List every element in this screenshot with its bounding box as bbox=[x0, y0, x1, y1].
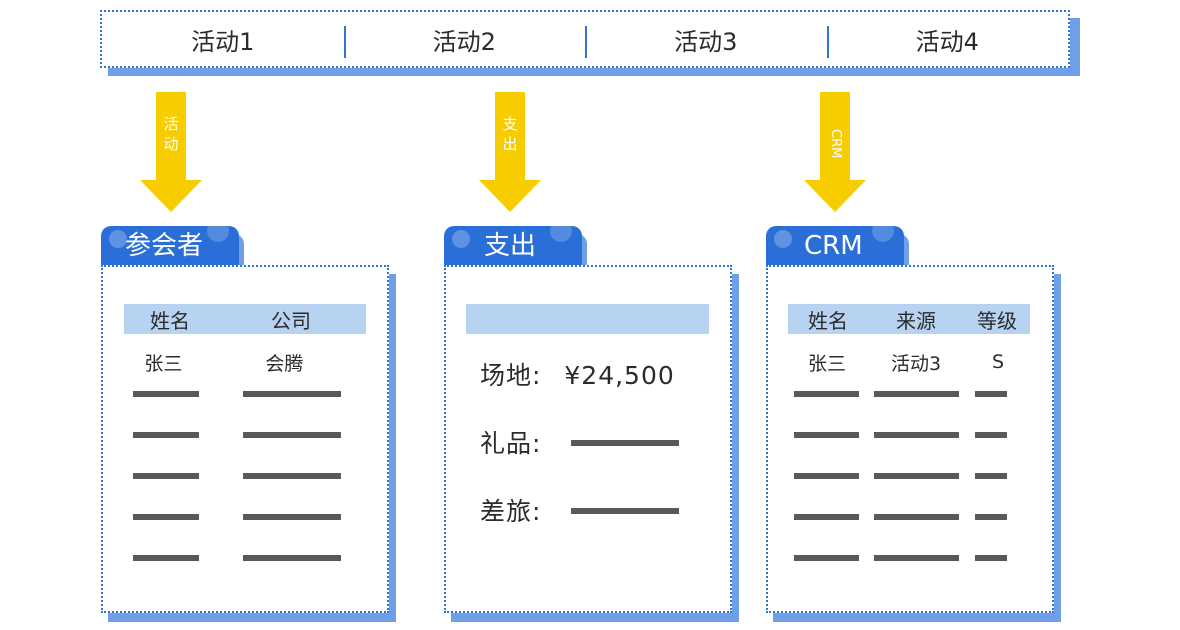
expense-title: 支出 bbox=[484, 231, 537, 261]
arrow-stem bbox=[156, 92, 186, 180]
placeholder-line bbox=[794, 432, 859, 438]
arrow-label-crm: CRM bbox=[828, 129, 843, 159]
placeholder-line bbox=[243, 555, 341, 561]
gift-label: 礼品: bbox=[480, 429, 542, 458]
activity-bar: 活动1 活动2 活动3 活动4 bbox=[100, 10, 1070, 68]
decor-bubble bbox=[452, 230, 470, 248]
placeholder-line bbox=[243, 514, 341, 520]
placeholder-line bbox=[243, 432, 341, 438]
cell-name: 张三 bbox=[144, 352, 183, 375]
placeholder-line bbox=[975, 514, 1007, 520]
placeholder-line bbox=[794, 391, 859, 397]
arrow-head bbox=[479, 180, 541, 212]
participants-row: 张三 会腾 bbox=[124, 348, 366, 376]
arrow-stem bbox=[495, 92, 525, 180]
placeholder-line bbox=[794, 514, 859, 520]
placeholder-line bbox=[243, 391, 341, 397]
tab-activity-4[interactable]: 活动4 bbox=[826, 22, 1069, 58]
participants-table-header: 姓名 公司 bbox=[124, 304, 366, 334]
placeholder-line bbox=[874, 555, 959, 561]
decor-bubble bbox=[207, 226, 229, 242]
header-company: 公司 bbox=[271, 308, 311, 333]
cell-name: 张三 bbox=[807, 352, 846, 375]
cell-company: 会腾 bbox=[265, 352, 304, 375]
arrow-crm: CRM bbox=[804, 92, 866, 212]
arrow-participants: 活 动 bbox=[140, 92, 202, 212]
header-name: 姓名 bbox=[150, 308, 190, 333]
placeholder-line bbox=[874, 514, 959, 520]
placeholder-line bbox=[975, 473, 1007, 479]
expense-header-bar bbox=[466, 304, 709, 334]
placeholder-line bbox=[133, 555, 199, 561]
travel-placeholder-line bbox=[571, 508, 679, 514]
arrow-head bbox=[140, 180, 202, 212]
crm-table-header: 姓名 来源 等级 bbox=[788, 304, 1030, 334]
crm-title: CRM bbox=[804, 231, 863, 261]
gift-placeholder-line bbox=[571, 440, 679, 446]
travel-label: 差旅: bbox=[480, 497, 542, 526]
placeholder-line bbox=[874, 432, 959, 438]
placeholder-line bbox=[133, 432, 199, 438]
tab-activity-2[interactable]: 活动2 bbox=[343, 22, 586, 58]
arrow-label-activity: 活 动 bbox=[163, 115, 179, 153]
placeholder-line bbox=[874, 391, 959, 397]
header-level: 等级 bbox=[977, 308, 1017, 333]
header-name: 姓名 bbox=[808, 308, 848, 333]
cell-level: S bbox=[991, 351, 1005, 373]
crm-card-tab[interactable]: CRM bbox=[766, 226, 904, 266]
placeholder-line bbox=[975, 555, 1007, 561]
tab-activity-3[interactable]: 活动3 bbox=[585, 22, 827, 58]
decor-bubble bbox=[550, 226, 572, 242]
crm-row: 张三 活动3 S bbox=[788, 348, 1030, 376]
header-source: 来源 bbox=[896, 308, 936, 333]
venue-label: 场地: bbox=[480, 361, 542, 390]
participants-title: 参会者 bbox=[125, 231, 204, 261]
placeholder-line bbox=[975, 432, 1007, 438]
venue-value: ¥24,500 bbox=[564, 361, 675, 390]
arrow-stem bbox=[820, 92, 850, 180]
arrow-label-expense: 支 出 bbox=[502, 115, 518, 153]
cell-source: 活动3 bbox=[890, 352, 942, 375]
placeholder-line bbox=[794, 555, 859, 561]
arrow-head bbox=[804, 180, 866, 212]
placeholder-line bbox=[794, 473, 859, 479]
tab-activity-1[interactable]: 活动1 bbox=[191, 27, 255, 56]
placeholder-line bbox=[243, 473, 341, 479]
decor-bubble bbox=[109, 230, 127, 248]
expense-card-tab[interactable]: 支出 bbox=[444, 226, 582, 266]
decor-bubble bbox=[872, 226, 894, 242]
placeholder-line bbox=[133, 473, 199, 479]
decor-bubble bbox=[774, 230, 792, 248]
arrow-expense: 支 出 bbox=[479, 92, 541, 212]
placeholder-line bbox=[975, 391, 1007, 397]
placeholder-line bbox=[133, 391, 199, 397]
venue-row: 场地: ¥24,500 bbox=[480, 356, 675, 392]
participants-card-tab[interactable]: 参会者 bbox=[101, 226, 239, 266]
placeholder-line bbox=[133, 514, 199, 520]
placeholder-line bbox=[874, 473, 959, 479]
